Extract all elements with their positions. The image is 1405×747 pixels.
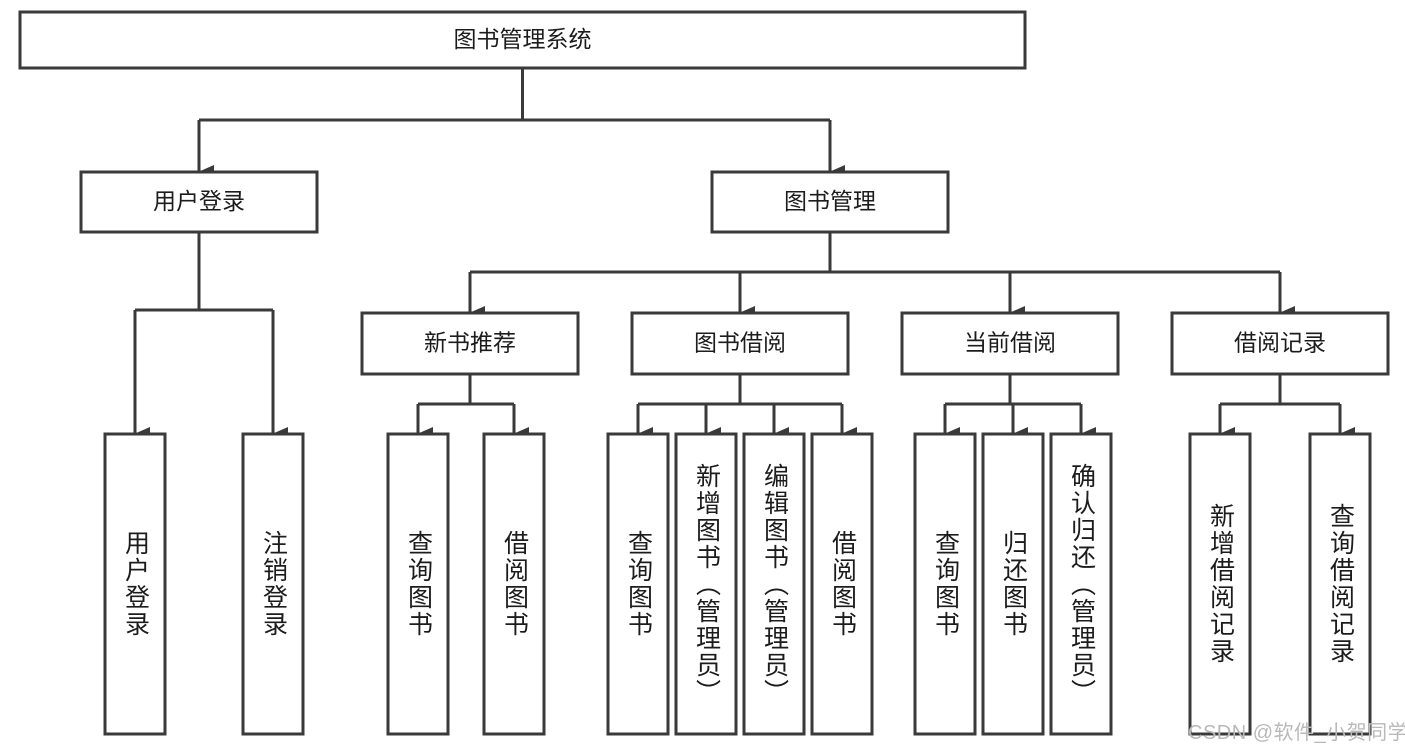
- node-box-current-return-book[interactable]: [981, 432, 1045, 736]
- node-label-new-book-recommend: 新书推荐: [424, 330, 516, 356]
- node-box-recommend-query-book[interactable]: [386, 432, 450, 736]
- node-box-borrow-add-book-admin[interactable]: [674, 432, 738, 736]
- node-box-user-login-do[interactable]: [103, 432, 167, 736]
- node-box-borrow-edit-book-admin[interactable]: [742, 432, 806, 736]
- node-box-current-query-book[interactable]: [913, 432, 977, 736]
- node-box-records-query-record[interactable]: [1308, 432, 1372, 736]
- node-box-borrow-query-book[interactable]: [606, 432, 670, 736]
- node-box-user-login[interactable]: [79, 170, 319, 234]
- node-label-user-login: 用户登录: [153, 188, 245, 214]
- csdn-watermark: CSDN @软件_小贺同学: [1188, 722, 1405, 744]
- node-label-book-management: 图书管理: [784, 188, 876, 214]
- node-label-book-borrow: 图书借阅: [694, 330, 786, 356]
- node-box-user-logout[interactable]: [241, 432, 305, 736]
- node-box-borrow-borrow-book[interactable]: [810, 432, 874, 736]
- node-label-borrow-records: 借阅记录: [1234, 330, 1326, 356]
- node-box-borrow-records[interactable]: [1170, 311, 1390, 376]
- node-label-current-borrow: 当前借阅: [964, 330, 1056, 356]
- node-box-book-borrow[interactable]: [630, 311, 850, 376]
- node-boxes: [18, 10, 1390, 736]
- node-box-new-book-recommend[interactable]: [360, 311, 580, 376]
- node-box-book-management[interactable]: [710, 170, 950, 234]
- node-label-root: 图书管理系统: [454, 26, 592, 52]
- node-box-current-borrow[interactable]: [900, 311, 1120, 376]
- node-box-current-confirm-return-admin[interactable]: [1049, 432, 1113, 736]
- node-box-root[interactable]: [18, 10, 1027, 70]
- node-box-records-add-record[interactable]: [1188, 432, 1252, 736]
- connector-lines: [133, 68, 1355, 441]
- node-box-recommend-borrow-book[interactable]: [482, 432, 546, 736]
